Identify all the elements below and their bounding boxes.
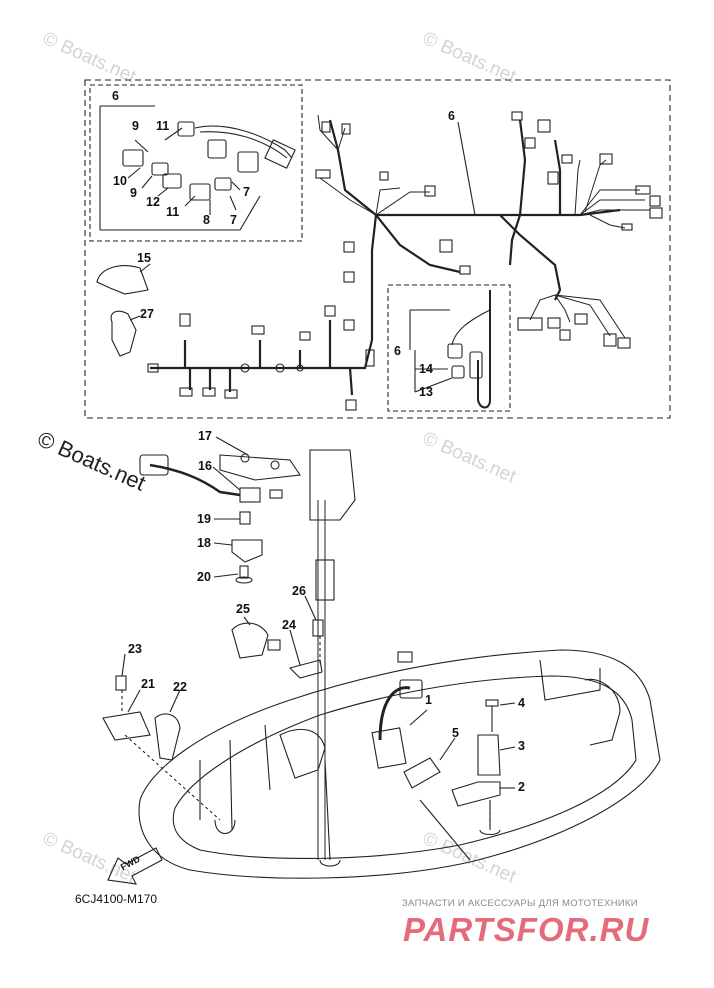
bracket-3 (477, 734, 501, 776)
callout-7: 7 (243, 185, 250, 199)
callout-27: 27 (140, 307, 154, 321)
fwd-arrow (107, 847, 163, 885)
relay-group-box (89, 84, 303, 242)
clamp-25 (231, 622, 269, 659)
plate-18 (231, 539, 263, 563)
callout-9: 9 (130, 186, 137, 200)
gasket-5 (403, 757, 441, 789)
callout-6: 6 (448, 109, 455, 123)
bracket-21 (102, 711, 151, 741)
screw-20 (239, 565, 249, 579)
bolt-26 (312, 619, 324, 637)
callout-5: 5 (452, 726, 459, 740)
clip-22 (154, 713, 181, 761)
site-brand-logo[interactable]: PARTSFOR.RU (403, 911, 650, 948)
callout-22: 22 (173, 680, 187, 694)
callout-16: 16 (198, 459, 212, 473)
clamp-15 (96, 265, 149, 295)
screw-16 (269, 489, 283, 499)
callout-13: 13 (419, 385, 433, 399)
callout-3: 3 (518, 739, 525, 753)
callout-11: 11 (156, 119, 170, 133)
callout-11: 11 (166, 205, 180, 219)
callout-21: 21 (141, 677, 155, 691)
harness-group-box (84, 79, 671, 419)
upper-bracket (309, 449, 356, 521)
sensor-bracket-17 (219, 454, 301, 481)
relay-connectors (122, 121, 296, 201)
diagram-code: 6CJ4100-M170 (75, 892, 158, 906)
clamp-27 (110, 310, 137, 357)
main-wire-harness (150, 119, 621, 396)
plate-2 (451, 781, 501, 807)
bolt-23 (115, 675, 127, 691)
callout-25: 25 (236, 602, 250, 616)
callout-6: 6 (112, 89, 119, 103)
callout-14: 14 (419, 362, 433, 376)
callout-9: 9 (132, 119, 139, 133)
callout-18: 18 (197, 536, 211, 550)
callout-20: 20 (197, 570, 211, 584)
callout-10: 10 (113, 174, 127, 188)
sensor-16 (239, 487, 261, 503)
collar-19 (239, 511, 251, 525)
wire-connector-1 (399, 679, 423, 699)
callout-6: 6 (394, 344, 401, 358)
bracket-24 (288, 659, 323, 679)
callout-2: 2 (518, 780, 525, 794)
harness-connectors (147, 111, 663, 411)
callout-12: 12 (146, 195, 160, 209)
callout-4: 4 (518, 696, 525, 710)
shaft-sleeve (315, 559, 335, 601)
callout-26: 26 (292, 584, 306, 598)
regulator-1 (371, 727, 407, 769)
callout-23: 23 (128, 642, 142, 656)
callout-24: 24 (282, 618, 296, 632)
callout-8: 8 (203, 213, 210, 227)
callout-17: 17 (198, 429, 212, 443)
sensor-group-box (387, 284, 511, 412)
bolt-4 (485, 699, 499, 707)
site-slogan: ЗАПЧАСТИ И АКСЕССУАРЫ ДЛЯ МОТОТЕХНИКИ (402, 898, 638, 909)
callout-15: 15 (137, 251, 151, 265)
callout-7: 7 (230, 213, 237, 227)
bottom-cowling (138, 649, 661, 879)
callout-19: 19 (197, 512, 211, 526)
callout-1: 1 (425, 693, 432, 707)
